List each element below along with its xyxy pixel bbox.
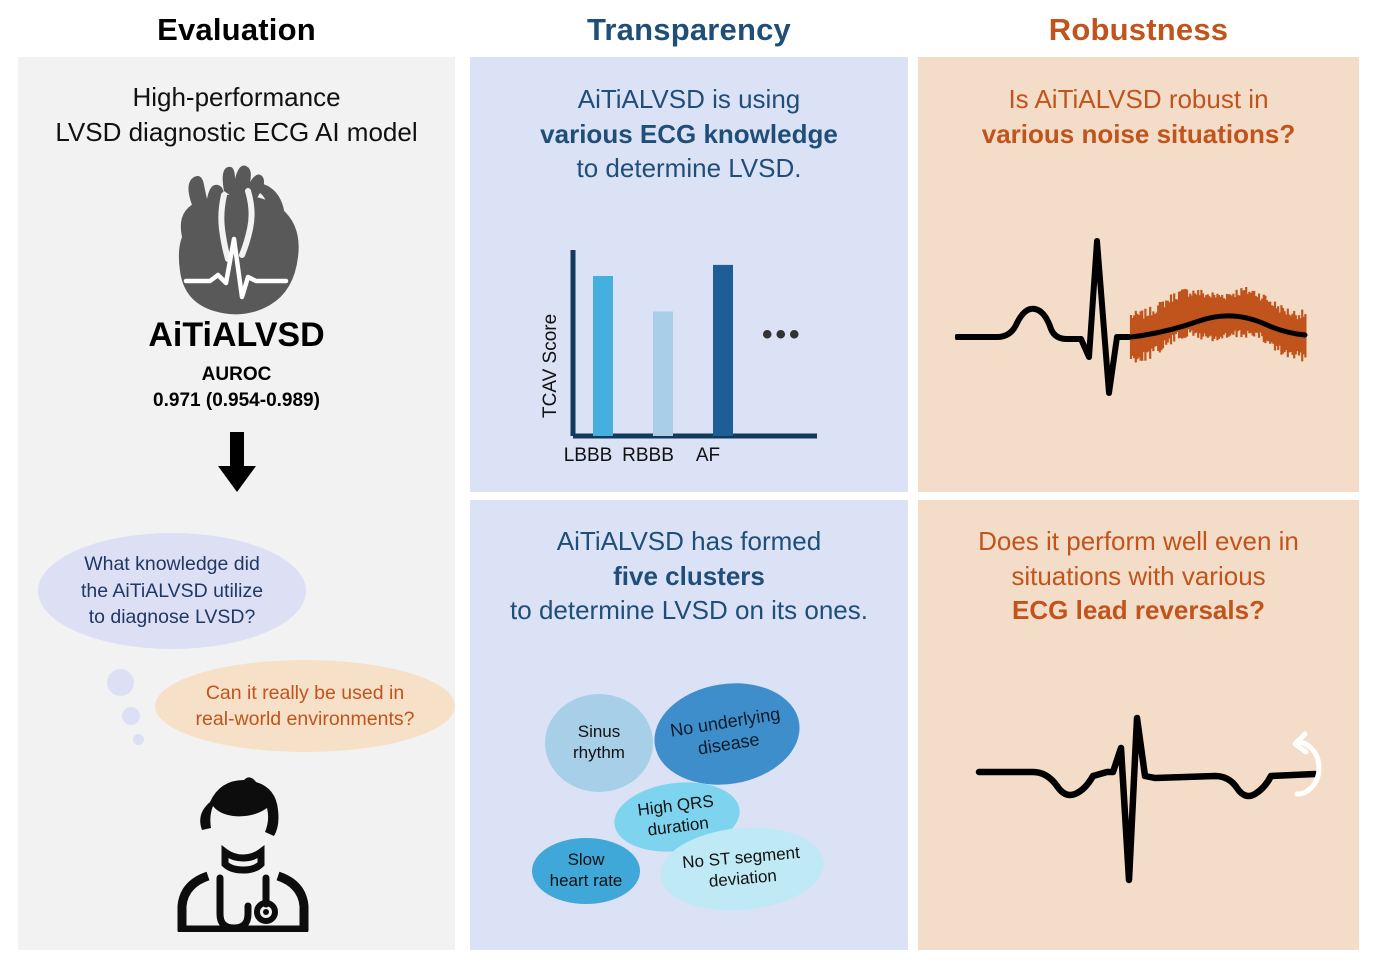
question-1-line1: What knowledge did [84, 553, 260, 576]
transparency-top-line1: AiTiALVSD is using [577, 84, 801, 114]
cluster-3-line1: Slow [567, 850, 605, 870]
robustness-headline-top: Is AiTiALVSD robust in various noise sit… [926, 82, 1351, 151]
robustness-bottom-line2: situations with various [1011, 560, 1266, 591]
thought-dot-large [107, 669, 134, 696]
transparency-bottom-line3: to determine LVSD on its ones. [510, 595, 868, 626]
doctor-with-stethoscope-icon [158, 772, 328, 935]
auroc-block: AUROC 0.971 (0.954-0.989) [28, 362, 445, 414]
chart-axis-label-y: TCAV Score [540, 313, 561, 418]
panel-transparency-top [470, 57, 908, 492]
tcav-score-bar-chart [525, 240, 825, 470]
thought-dot-small [133, 734, 144, 745]
question-1-line3: to diagnose LVSD? [88, 606, 256, 629]
chart-tick-label-2: AF [695, 445, 721, 466]
transparency-bottom-line2: five clusters [613, 560, 765, 591]
chart-tick-label-0: LBBB [563, 445, 613, 466]
cluster-0-line1: Sinus [577, 722, 621, 742]
transparency-top-line3: to determine LVSD. [576, 153, 802, 184]
rotate-flip-arrow-icon [1292, 731, 1322, 797]
transparency-headline-top: AiTiALVSD is using various ECG knowledge… [478, 82, 900, 186]
panel-robustness-top [918, 57, 1359, 492]
column-title-transparency: Transparency [586, 12, 791, 47]
robustness-bottom-line3: ECG lead reversals? [1012, 595, 1265, 626]
cluster-sinus-rhythm: Sinus rhythm [545, 694, 653, 792]
evaluation-headline-line2: LVSD diagnostic ECG AI model [55, 116, 418, 147]
evaluation-headline: High-performance LVSD diagnostic ECG AI … [28, 80, 445, 149]
robustness-bottom-line1: Does it perform well even in [978, 526, 1299, 556]
chart-tick-label-1: RBBB [622, 445, 674, 466]
question-2-line2: real-world environments? [195, 708, 415, 730]
thought-dot-medium [122, 707, 140, 725]
column-title-evaluation: Evaluation [157, 12, 316, 47]
cluster-4-line2: deviation [708, 866, 778, 891]
transparency-bottom-line1: AiTiALVSD has formed [556, 526, 822, 556]
ecg-waveform-with-noise-icon [954, 225, 1325, 405]
robustness-headline-bottom: Does it perform well even in situations … [926, 524, 1351, 628]
question-1-line2: the AiTiALVSD utilize [80, 579, 264, 602]
cluster-3-line2: heart rate [549, 871, 623, 890]
cluster-0-line2: rhythm [573, 743, 625, 762]
question-bubble-realworld: Can it really be used in real-world envi… [155, 660, 455, 752]
evaluation-headline-line1: High-performance [132, 82, 341, 112]
cluster-slow-heart-rate: Slow heart rate [532, 838, 640, 904]
auroc-value: 0.971 (0.954-0.989) [153, 390, 320, 412]
question-bubble-knowledge: What knowledge did the AiTiALVSD utilize… [38, 533, 306, 649]
anatomical-heart-with-ecg-icon [152, 165, 320, 315]
column-title-robustness: Robustness [1048, 12, 1229, 47]
robustness-top-line2: various noise situations? [981, 118, 1296, 149]
chart-ellipsis-annotation: ••• [762, 318, 803, 351]
robustness-top-line1: Is AiTiALVSD robust in [1008, 84, 1269, 114]
question-2-line1: Can it really be used in [205, 681, 405, 704]
model-name: AiTiALVSD [148, 316, 325, 354]
down-arrow-icon [212, 432, 262, 494]
auroc-label: AUROC [201, 364, 272, 385]
inverted-ecg-waveform-icon [975, 690, 1335, 890]
transparency-top-line2: various ECG knowledge [540, 118, 838, 149]
transparency-headline-bottom: AiTiALVSD has formed five clusters to de… [478, 524, 900, 628]
